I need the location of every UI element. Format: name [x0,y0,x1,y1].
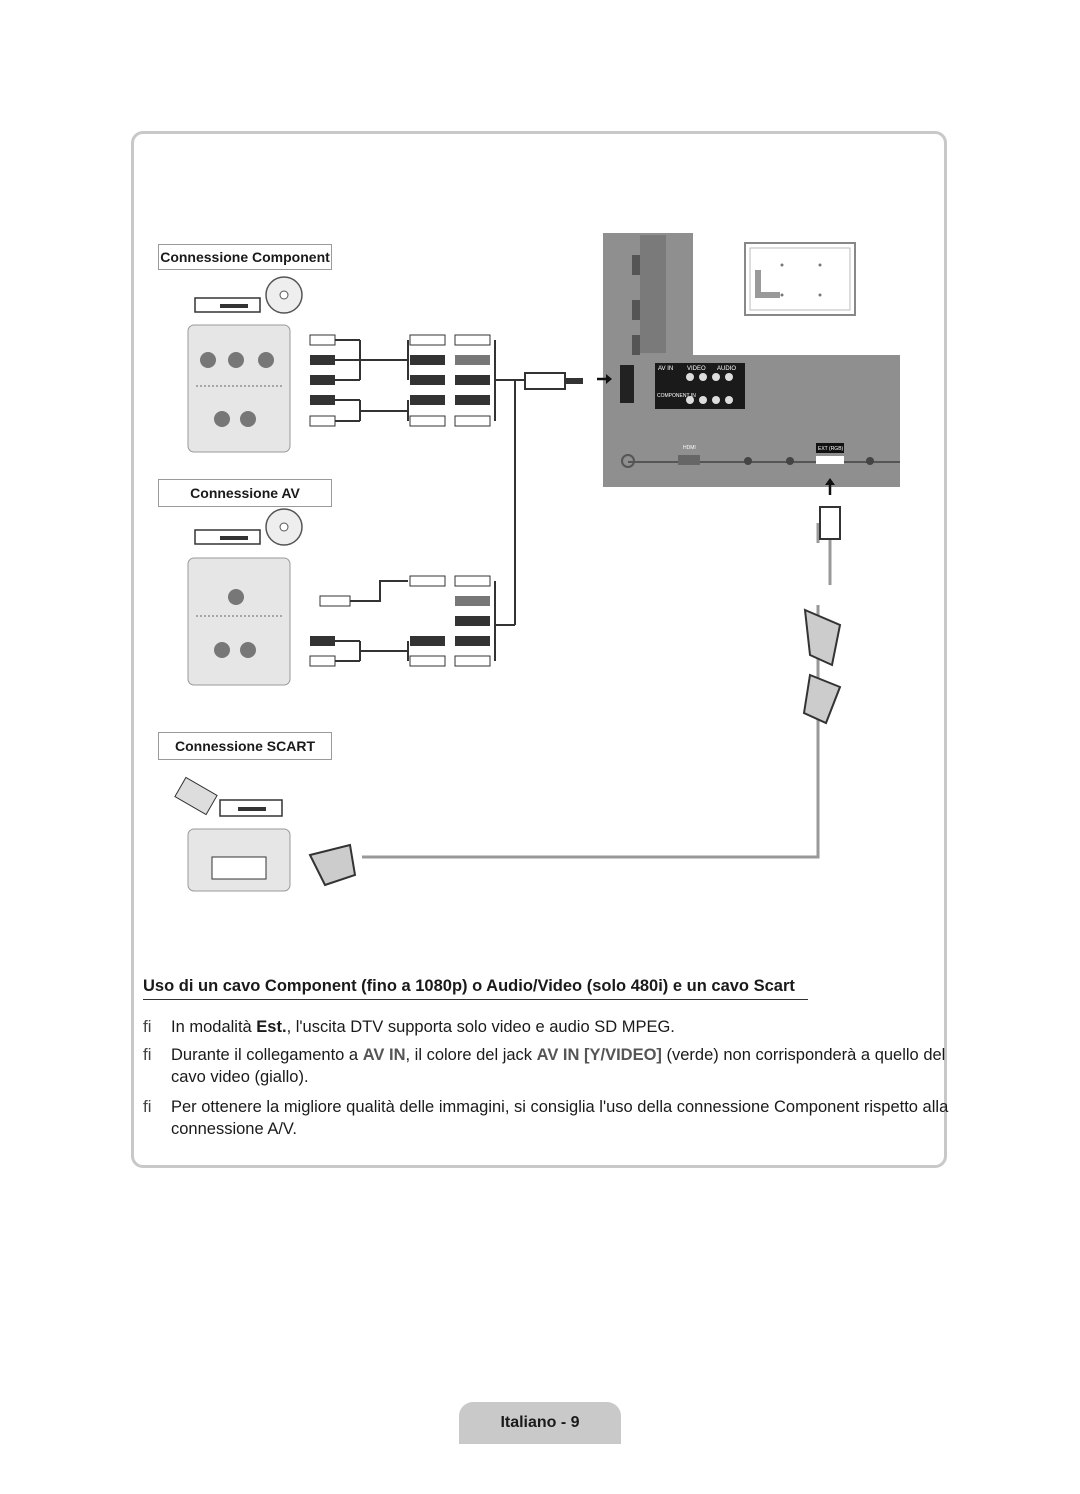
rca-plugs [309,334,583,427]
component-device-ports [187,324,291,453]
tv-rear-panel: AV IN VIDEO AUDIO COMPONENT IN HDMI EXT … [603,233,900,487]
connection-diagram: AV IN VIDEO AUDIO COMPONENT IN HDMI EXT … [174,233,900,892]
note-marker-icon: ﬁ [143,1045,152,1064]
scart-connection-label: Connessione SCART [158,732,332,760]
note-item: ﬁ Per ottenere la migliore qualità delle… [143,1096,983,1140]
av-device-ports [187,557,291,686]
note-text: Per ottenere la migliore qualità delle i… [171,1098,949,1138]
note-marker-icon: ﬁ [143,1097,152,1116]
tv-thumbnail [744,242,856,316]
scart-device-icon [174,776,283,817]
page-footer: Italiano - 9 [459,1402,621,1444]
component-connection-label: Connessione Component [158,244,332,270]
note-item: ﬁ Durante il collegamento a AV IN, il co… [143,1044,983,1088]
av-connection-label: Connessione AV [158,479,332,507]
content-frame [131,131,947,1168]
component-in-port-label: COMPONENT IN [657,393,696,399]
scart-device-port [187,828,291,892]
scart-cable [308,506,842,887]
note-text: In modalità Est., l'uscita DTV supporta … [171,1018,675,1036]
hdmi-port-label: HDMI [683,445,696,451]
audio-port-label: AUDIO [717,366,736,372]
note-text: Durante il collegamento a AV IN, il colo… [171,1046,946,1086]
section-heading: Uso di un cavo Component (fino a 1080p) … [143,977,808,1000]
note-item: ﬁ In modalità Est., l'uscita DTV support… [143,1016,983,1038]
dvd-player-icon [194,276,303,314]
component-cables [335,339,525,625]
av-in-port-label: AV IN [658,366,673,372]
ext-rgb-port-label: EXT (RGB) [818,446,844,452]
av-plugs [309,575,491,667]
av-cables [335,580,515,662]
note-marker-icon: ﬁ [143,1017,152,1036]
video-port-label: VIDEO [687,366,706,372]
dvd-player-icon-av [194,508,303,546]
